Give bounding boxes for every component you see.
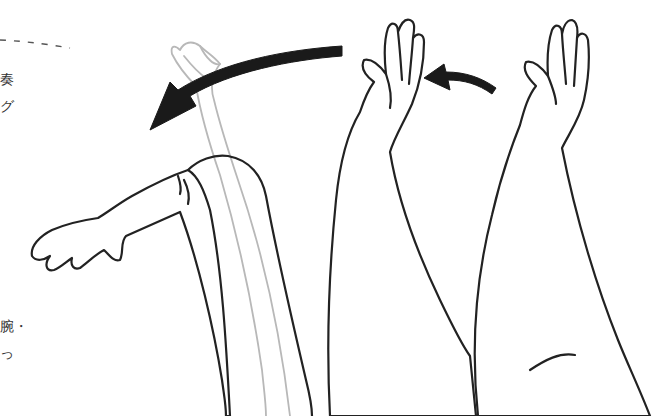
text-fragment: 腕・ [0,318,28,334]
finger-line [562,34,577,86]
upper-arm-outline [188,156,312,416]
palm-crease [386,74,391,108]
dashed-rule [0,40,70,48]
arm-pose-4 [32,156,312,416]
arm-pose-1 [475,20,650,416]
arm-outline [32,170,230,416]
palm-crease [548,76,556,104]
motion-arrow [424,64,496,94]
text-fragment: 奏 [0,71,14,87]
text-fragment: っ [0,345,14,361]
text-fragment: グ [0,98,14,114]
arm-outline [475,20,650,416]
elbow-crease [178,176,189,204]
finger-line [398,32,413,84]
elbow-crease [530,354,575,370]
motion-arrow [150,46,342,130]
